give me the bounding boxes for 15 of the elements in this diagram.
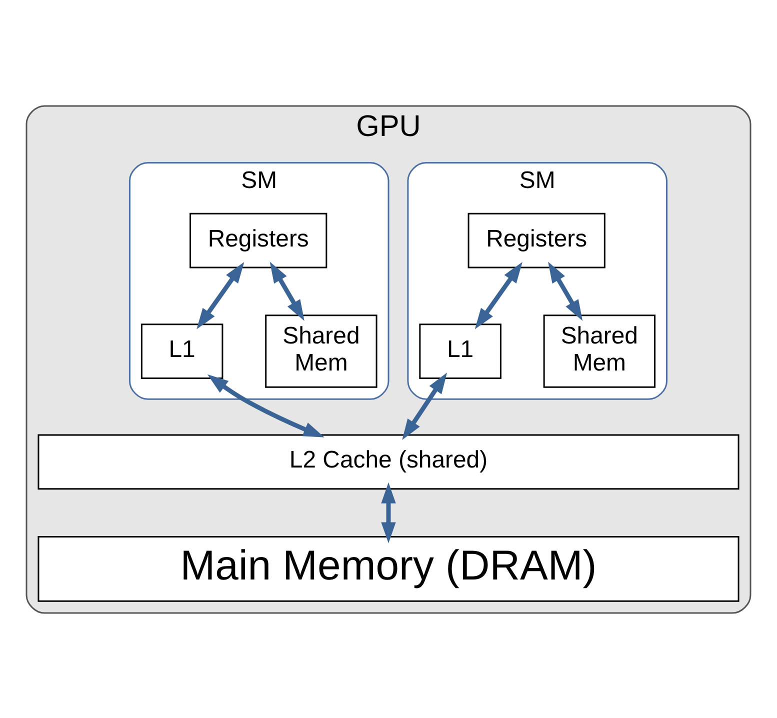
arrow [548, 261, 583, 320]
arrow [196, 262, 244, 329]
arrow [474, 262, 522, 329]
arrow [270, 261, 304, 320]
node-box: Shared Mem [265, 314, 378, 388]
arrow [207, 374, 324, 437]
node-box: Main Memory (DRAM) [38, 536, 740, 602]
arrow [381, 482, 396, 543]
node-box: L2 Cache (shared) [38, 434, 740, 490]
node-box: L1 [140, 323, 224, 378]
node-box: Registers [190, 212, 328, 268]
node-box: Registers [468, 212, 606, 268]
node-box: L1 [419, 323, 502, 378]
arrow [402, 372, 448, 440]
node-box: Shared Mem [543, 314, 656, 388]
